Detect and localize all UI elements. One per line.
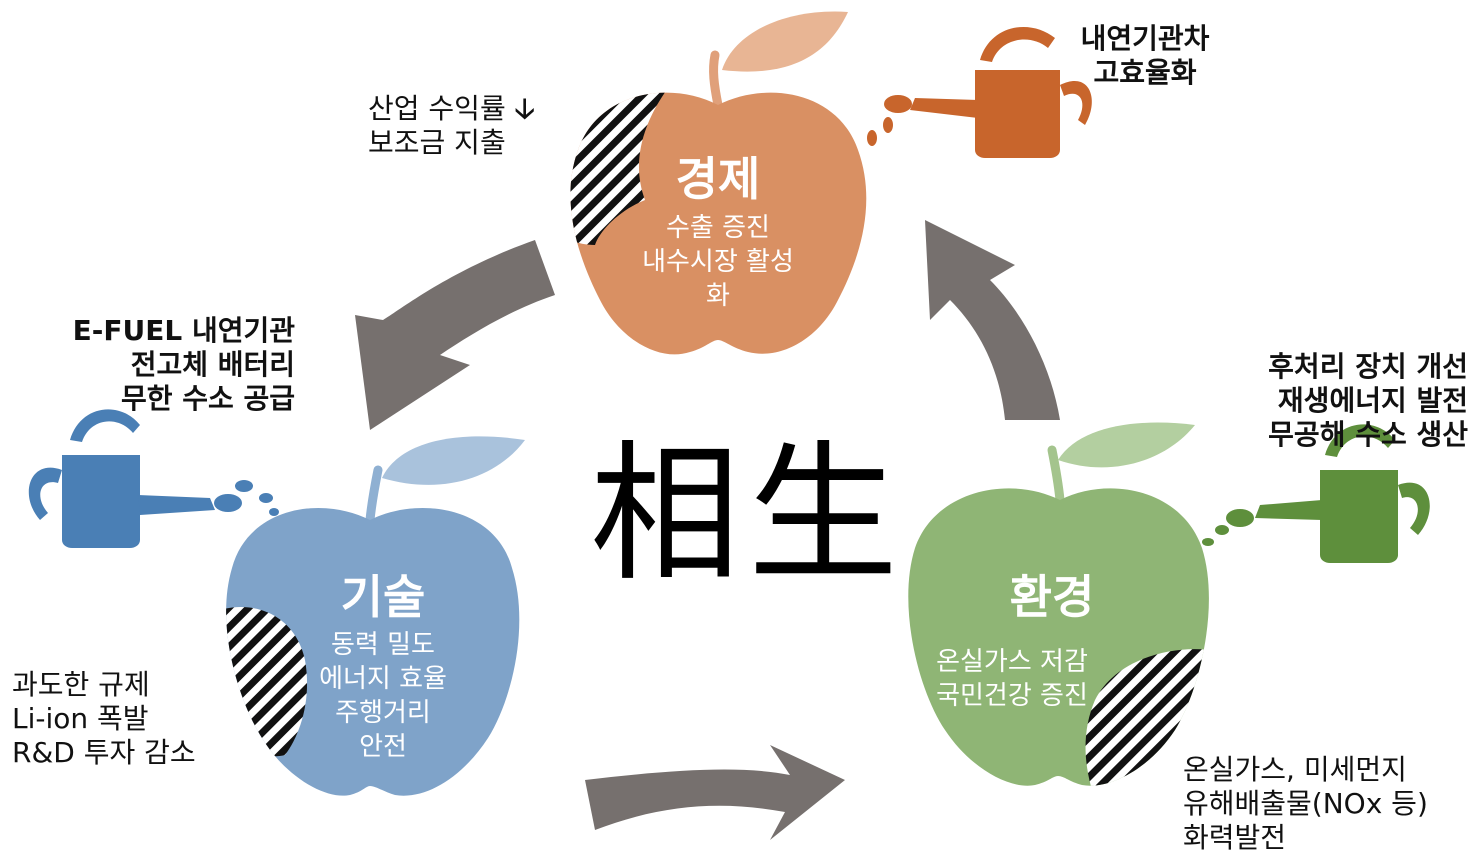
can-label-technology: E-FUEL 내연기관 전고체 배터리 무한 수소 공급 (72, 314, 295, 415)
down-arrow-icon: 🡣 (514, 92, 535, 125)
water-drop (235, 480, 253, 492)
apple-body-technology: 동력 밀도 에너지 효율 주행거리 안전 (319, 630, 447, 762)
can-label-economy: 내연기관차 고효율화 (1080, 22, 1210, 89)
threat-label-environment: 온실가스, 미세먼지 유해배출물(NOx 등) 화력발전 (1183, 753, 1428, 854)
apple-environment (908, 422, 1209, 786)
water-drop (269, 508, 279, 516)
water-drop (1202, 538, 1214, 546)
apple-body-environment: 온실가스 저감 국민건강 증진 (936, 647, 1088, 711)
threat-label-economy: 산업 수익률 🡣 보조금 지출 (368, 92, 535, 159)
apple-body-economy: 수출 증진 내수시장 활성 화 (642, 213, 794, 311)
water-drop (867, 130, 877, 146)
water-drop (1215, 525, 1229, 535)
arrow-environment-to-economy (925, 220, 1060, 420)
leaf-economy (722, 11, 848, 72)
apple-title-economy: 경제 (675, 152, 761, 206)
cycle-arrows (355, 220, 1060, 840)
arrow-technology-to-environment (585, 745, 845, 840)
apple-title-technology: 기술 (340, 570, 426, 624)
watering-can-technology (28, 409, 279, 548)
leaf-environment (1058, 422, 1195, 468)
watering-can-economy (867, 26, 1092, 158)
apple-title-environment: 환경 (1009, 570, 1095, 624)
watering-can-environment (1202, 424, 1430, 563)
center-title: 相生 (590, 428, 907, 602)
arrow-economy-to-technology (355, 240, 555, 430)
leaf-technology (382, 436, 525, 485)
water-drop (883, 117, 893, 133)
can-label-environment: 후처리 장치 개선 재생에너지 발전 무공해 수소 생산 (1268, 350, 1468, 451)
threat-label-technology: 과도한 규제 Li-ion 폭발 R&D 투자 감소 (12, 668, 196, 769)
water-drop (259, 493, 273, 503)
